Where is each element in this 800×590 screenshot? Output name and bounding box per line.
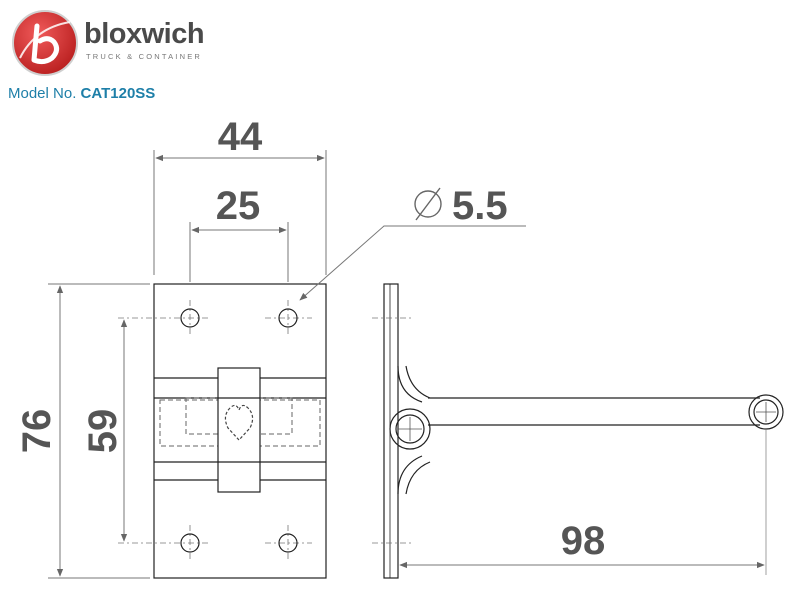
side-plate (383, 283, 399, 579)
pivot-boss (389, 408, 431, 450)
brand-tagline: TRUCK & CONTAINER (86, 52, 203, 61)
dimension-lines (48, 150, 765, 579)
model-label: Model No. (8, 85, 77, 102)
hole-centre-lines (118, 300, 312, 561)
dim-hole-spacing: 25 (216, 184, 261, 228)
cam-outline (224, 404, 254, 441)
dim-hole-diameter: 5.5 (452, 184, 508, 228)
dim-overall-height: 76 (15, 409, 59, 454)
model-number: Model No. CAT120SS (8, 85, 155, 102)
pivot-pin (395, 414, 425, 444)
dim-hole-vertical-spacing: 59 (81, 409, 125, 454)
side-view (372, 283, 784, 579)
keeper-clip (217, 367, 261, 493)
lower-bracket (397, 455, 423, 495)
front-view (118, 283, 327, 579)
upper-bracket (397, 365, 423, 403)
brand-logo: b bloxwich TRUCK & CONTAINER (10, 8, 270, 83)
mounting-hole (180, 308, 200, 328)
base-plate (153, 283, 327, 579)
brand-name: bloxwich (84, 18, 205, 50)
diameter-symbol-icon (414, 190, 442, 218)
mounting-hole (278, 308, 298, 328)
dim-arm-length: 98 (561, 519, 606, 563)
dim-overall-width: 44 (218, 115, 263, 159)
bloxwich-logo-icon: b (12, 10, 78, 76)
model-value: CAT120SS (80, 85, 156, 102)
mounting-hole (180, 533, 200, 553)
mounting-hole (278, 533, 298, 553)
arm-end-hole (753, 399, 779, 425)
arm-end-boss (748, 394, 784, 430)
